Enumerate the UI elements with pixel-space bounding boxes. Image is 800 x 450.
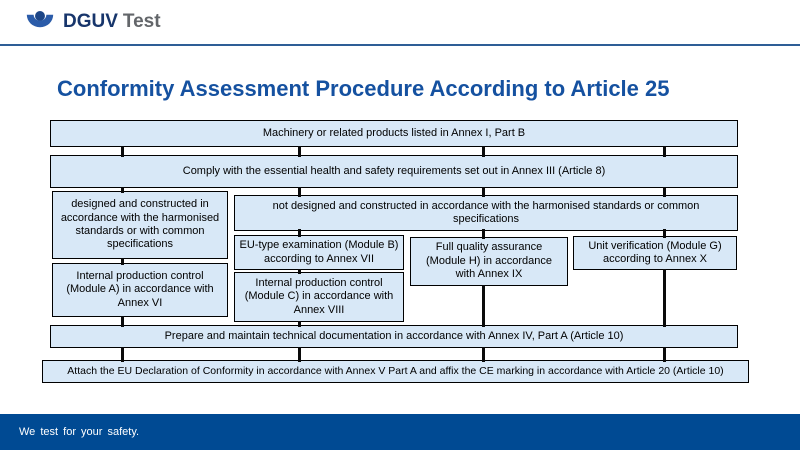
- connector: [482, 347, 485, 362]
- connector: [663, 187, 666, 197]
- box-prepare: Prepare and maintain technical documenta…: [50, 325, 738, 348]
- box-attach: Attach the EU Declaration of Conformity …: [42, 360, 749, 383]
- connector: [482, 285, 485, 327]
- connector: [298, 347, 301, 362]
- connector: [298, 321, 301, 327]
- connector: [298, 269, 301, 274]
- connector: [663, 269, 666, 327]
- logo-product: Test: [122, 11, 161, 32]
- box-module-a: Internal production control (Module A) i…: [52, 263, 228, 317]
- box-module-h: Full quality assurance (Module H) in acc…: [410, 237, 568, 286]
- box-machinery: Machinery or related products listed in …: [50, 120, 738, 147]
- box-comply: Comply with the essential health and saf…: [50, 155, 738, 188]
- connector: [121, 146, 124, 157]
- connector: [663, 347, 666, 362]
- box-designed: designed and constructed in accordance w…: [52, 191, 228, 259]
- connector: [121, 258, 124, 265]
- connector: [298, 187, 301, 197]
- connector: [121, 316, 124, 327]
- box-module-c: Internal production control (Module C) i…: [234, 272, 404, 322]
- footer-tagline: We test for your safety.: [19, 426, 140, 438]
- logo-brand: DGUV: [63, 11, 118, 32]
- page-title: Conformity Assessment Procedure Accordin…: [57, 76, 670, 101]
- connector: [663, 229, 666, 238]
- connector: [121, 347, 124, 362]
- connector: [121, 187, 124, 193]
- header-divider: [0, 44, 800, 46]
- connector: [298, 146, 301, 157]
- box-module-g: Unit verification (Module G) according t…: [573, 236, 737, 270]
- connector: [663, 146, 666, 157]
- footer-bar: We test for your safety.: [0, 414, 800, 450]
- connector: [298, 229, 301, 237]
- connector: [482, 229, 485, 239]
- connector: [482, 187, 485, 197]
- box-not-designed: not designed and constructed in accordan…: [234, 195, 738, 231]
- dguv-person-icon: [26, 11, 54, 28]
- box-module-b: EU-type examination (Module B) according…: [234, 235, 404, 270]
- connector: [482, 146, 485, 157]
